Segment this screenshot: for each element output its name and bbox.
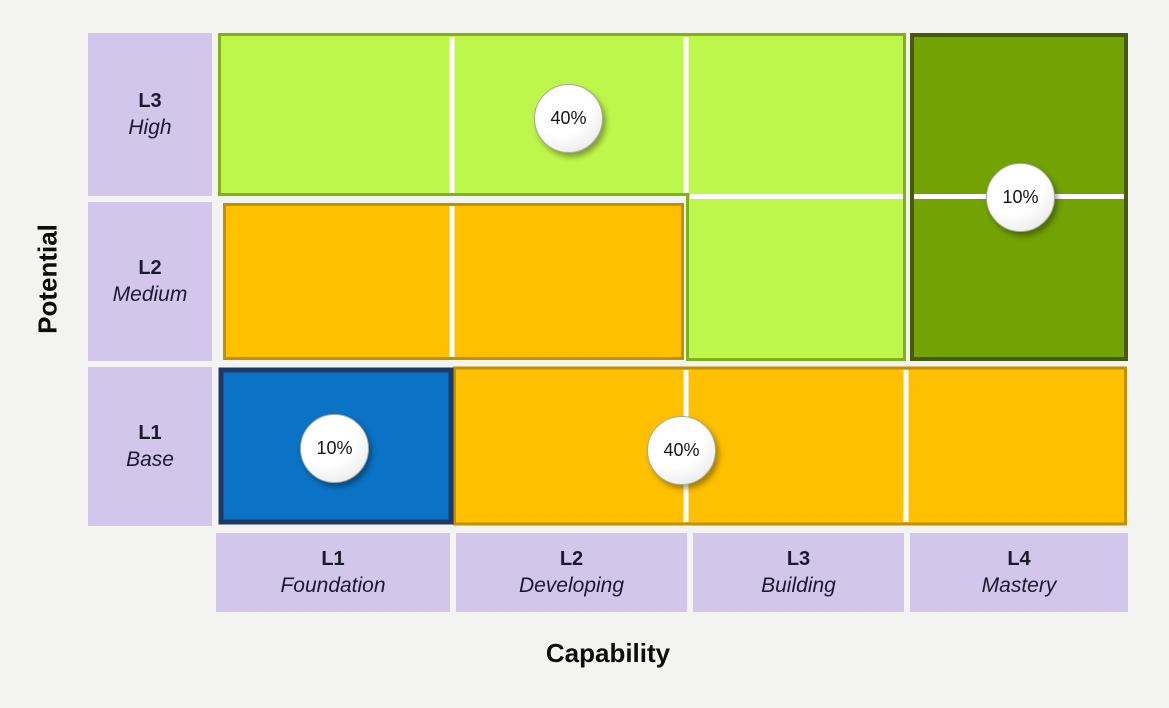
column-code: L4 — [1007, 548, 1031, 570]
x-axis-label: Capability — [545, 638, 671, 668]
row-name: High — [128, 116, 172, 139]
row-header-l2-medium: L2 Medium — [88, 202, 212, 361]
badge-mastery-10pct: 10% — [986, 163, 1055, 232]
row-code: L3 — [138, 90, 162, 112]
region-orange-bottom — [453, 366, 1127, 526]
column-name: Developing — [518, 574, 625, 597]
row-code: L1 — [138, 422, 162, 444]
row-code: L2 — [138, 257, 162, 279]
column-code: L1 — [321, 548, 345, 570]
row-header-l3-high: L3 High — [88, 33, 212, 196]
badge-base-foundation-10pct: 10% — [300, 414, 369, 483]
column-header-l3-building: L3 Building — [693, 533, 904, 612]
row-header-l1-base: L1 Base — [88, 367, 212, 526]
column-header-l4-mastery: L4 Mastery — [910, 533, 1128, 612]
column-header-l2-developing: L2 Developing — [456, 533, 687, 612]
column-name: Foundation — [280, 574, 386, 597]
column-header-l1-foundation: L1 Foundation — [216, 533, 450, 612]
column-code: L3 — [786, 548, 811, 570]
column-name: Mastery — [981, 574, 1057, 597]
region-light-green-span — [218, 33, 906, 361]
row-name: Base — [126, 448, 174, 471]
badge-high-developing-40pct: 40% — [534, 84, 603, 153]
column-code: L2 — [559, 548, 584, 570]
row-name: Medium — [112, 283, 188, 306]
badge-base-developing-40pct: 40% — [647, 416, 716, 485]
column-name: Building — [761, 574, 836, 597]
